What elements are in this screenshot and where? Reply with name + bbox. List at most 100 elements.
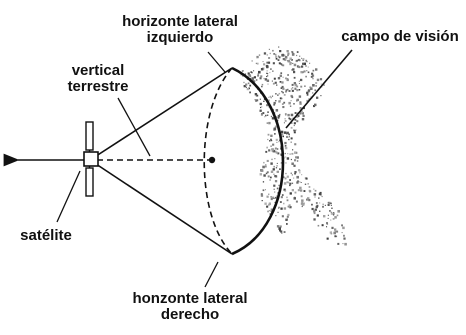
earth-speck	[293, 131, 296, 134]
earth-speck	[281, 64, 283, 66]
earth-speck	[282, 58, 285, 61]
earth-speck	[240, 74, 242, 76]
earth-speck	[293, 129, 295, 132]
earth-speck	[278, 56, 281, 59]
earth-speck	[279, 225, 282, 228]
earth-speck	[254, 99, 256, 101]
earth-speck	[284, 152, 286, 155]
earth-speck	[270, 162, 273, 165]
earth-speck	[287, 181, 290, 184]
earth-speck	[275, 57, 278, 60]
earth-speck	[288, 133, 290, 136]
earth-speck	[288, 136, 290, 138]
earth-speck	[268, 121, 271, 125]
earth-speck	[273, 188, 275, 190]
earth-speck	[258, 70, 261, 74]
earth-speck	[331, 226, 334, 229]
earth-speck	[300, 182, 302, 183]
earth-speck	[253, 76, 256, 79]
earth-speck	[261, 83, 264, 86]
earth-speck	[268, 202, 271, 206]
earth-speck	[280, 63, 283, 65]
earth-speck	[291, 53, 295, 56]
earth-speck	[313, 188, 315, 190]
earth-speck	[276, 187, 279, 190]
earth-speck	[286, 223, 288, 225]
earth-speck	[302, 58, 305, 61]
earth-speck	[283, 54, 286, 57]
earth-speck	[290, 172, 292, 174]
earth-speck	[284, 120, 287, 122]
earth-speck	[290, 141, 292, 143]
earth-speck	[261, 106, 263, 108]
earth-speck	[301, 202, 303, 204]
earth-speck	[291, 83, 294, 86]
earth-speck	[260, 75, 263, 78]
earth-speck	[271, 196, 275, 199]
earth-speck	[287, 213, 290, 216]
earth-speck	[273, 103, 276, 106]
label-horizon-left: horizonte lateral izquierdo	[122, 13, 238, 46]
earth-speck	[284, 177, 287, 180]
earth-speck	[307, 197, 309, 199]
earth-speck	[273, 173, 275, 175]
nadir-point	[208, 156, 216, 164]
earth-speck	[267, 114, 269, 116]
earth-speck	[248, 74, 251, 77]
earth-speck	[315, 82, 318, 84]
earth-speck	[257, 73, 259, 75]
earth-speck	[281, 194, 284, 196]
earth-speck	[290, 113, 294, 117]
earth-speck	[286, 181, 288, 183]
earth-speck	[271, 117, 275, 120]
earth-speck	[291, 87, 294, 89]
earth-speck	[250, 71, 252, 73]
earth-speck	[286, 78, 289, 82]
earth-speck	[267, 210, 269, 213]
earth-speck	[299, 55, 301, 57]
earth-speck	[319, 210, 321, 212]
earth-speck	[252, 79, 254, 82]
earth-speck	[305, 177, 308, 180]
earth-speck	[284, 118, 286, 120]
earth-speck	[296, 181, 299, 184]
earth-speck	[342, 243, 344, 245]
earth-speck	[312, 92, 314, 94]
earth-speck	[284, 141, 287, 145]
earth-speck	[286, 157, 290, 160]
earth-speck	[259, 173, 262, 176]
earth-speck	[287, 113, 290, 117]
earth-speck	[254, 93, 258, 96]
earth-speck	[266, 70, 268, 72]
earth-speck	[313, 212, 316, 215]
earth-speck	[247, 82, 250, 85]
earth-speck	[337, 210, 340, 213]
earth-speck	[294, 129, 296, 132]
earth-speck	[264, 52, 266, 54]
earth-speck	[301, 118, 305, 121]
earth-speck	[264, 78, 268, 81]
earth-speck	[287, 52, 290, 55]
earth-speck	[282, 176, 285, 179]
earth-speck	[307, 89, 311, 92]
earth-speck	[253, 70, 255, 72]
earth-speck	[291, 51, 294, 54]
earth-speck	[300, 195, 303, 198]
earth-speck	[311, 74, 315, 77]
earth-speck	[286, 135, 289, 138]
earth-speck	[259, 98, 261, 100]
earth-speck	[311, 203, 313, 206]
earth-speck	[279, 97, 282, 100]
earth-speck	[296, 115, 299, 118]
earth-speck	[245, 86, 247, 88]
earth-speck	[298, 83, 300, 84]
earth-speck	[267, 83, 269, 85]
earth-speck	[290, 126, 293, 129]
earth-speck	[288, 204, 291, 207]
earth-speck	[329, 210, 331, 212]
earth-speck	[271, 149, 273, 151]
earth-speck	[301, 57, 302, 59]
earth-speck	[286, 196, 288, 199]
earth-speck	[279, 81, 282, 83]
earth-landmass	[240, 46, 347, 246]
